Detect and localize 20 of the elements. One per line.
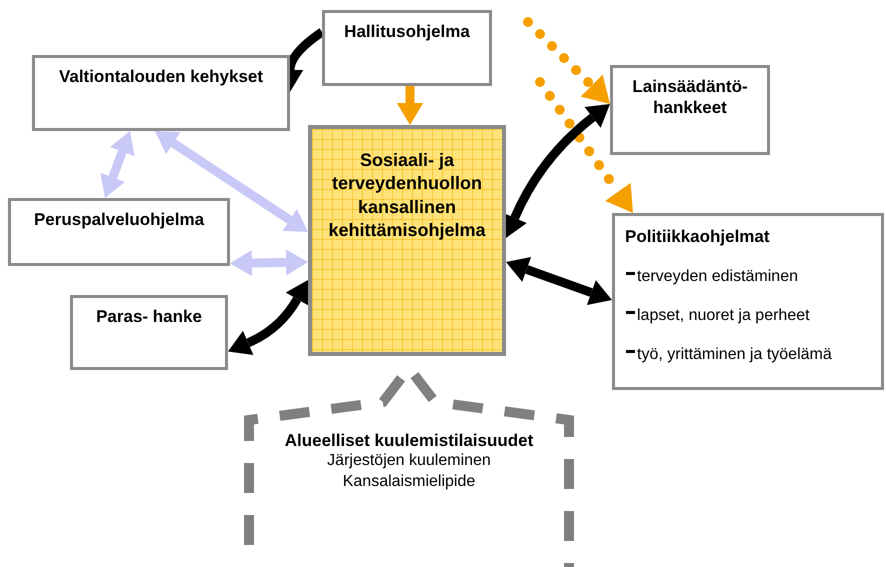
- box-title: Hallitusohjelma: [343, 21, 471, 42]
- program-box: [8, 198, 230, 266]
- box-title: Paras- hanke: [95, 306, 203, 328]
- list-item: työ, yrittäminen ja työelämä: [625, 346, 871, 364]
- box-text: Kansalaismielipide: [342, 472, 476, 492]
- list-item: lapset, nuoret ja perheet: [625, 307, 871, 326]
- program-box: [612, 213, 884, 390]
- program-box: [70, 295, 228, 370]
- program-box: [322, 10, 492, 86]
- program-box: [308, 125, 506, 356]
- program-title: Sosiaali- ja terveydenhuollon kansallinen kehittämisohjelma: [327, 149, 487, 242]
- box-title: Lainsäädäntö- hankkeet: [631, 76, 749, 118]
- list-item: terveyden edistäminen: [625, 268, 871, 286]
- box-title: Alueelliset kuulemistilaisuudet: [284, 430, 534, 452]
- box-title: Politiikkaohjelmat: [625, 226, 771, 248]
- box-title: Valtiontalouden kehykset: [58, 66, 264, 88]
- program-box: [610, 65, 770, 155]
- box-text: Järjestöjen kuuleminen: [326, 451, 492, 472]
- program-box: [32, 55, 290, 131]
- box-title: Peruspalveluohjelma: [32, 209, 206, 230]
